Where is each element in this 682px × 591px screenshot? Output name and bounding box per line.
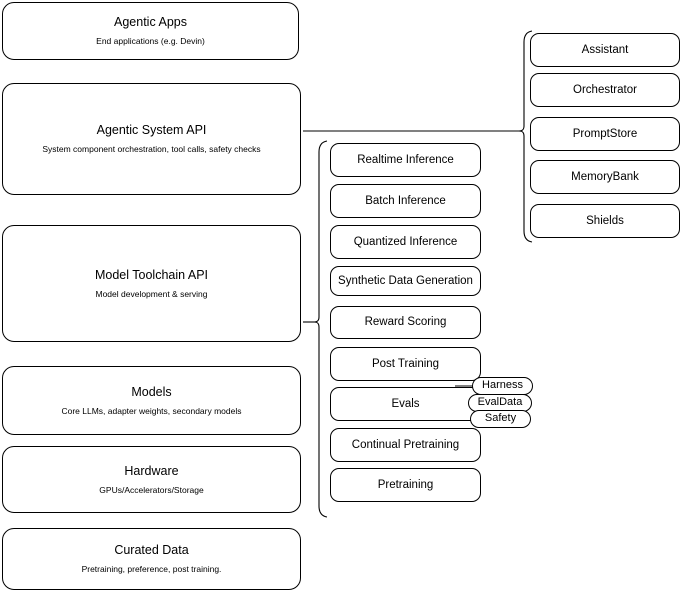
system-component-shields[interactable]: Shields <box>530 204 680 238</box>
stack-layer-title: Model Toolchain API <box>94 267 209 282</box>
system-component-promptstore[interactable]: PromptStore <box>530 117 680 151</box>
stack-layer-subtitle: Model development & serving <box>95 288 208 299</box>
system-component-assistant[interactable]: Assistant <box>530 33 680 67</box>
stack-layer-title: Curated Data <box>114 543 189 558</box>
stack-layer-subtitle: System component orchestration, tool cal… <box>42 144 261 154</box>
stack-layer-agentic-apps[interactable]: Agentic Apps End applications (e.g. Devi… <box>2 2 299 60</box>
capability-realtime-inference[interactable]: Realtime Inference <box>330 143 481 177</box>
stack-layer-subtitle: Pretraining, preference, post training. <box>81 564 222 574</box>
system-component-orchestrator[interactable]: Orchestrator <box>530 73 680 107</box>
stack-layer-model-toolchain-api[interactable]: Model Toolchain API Model development & … <box>2 225 301 342</box>
capability-evals[interactable]: Evals <box>330 387 481 421</box>
evals-subcomponent-evaldata[interactable]: EvalData <box>468 394 532 412</box>
evals-subcomponent-harness[interactable]: Harness <box>472 377 533 395</box>
stack-layer-hardware[interactable]: Hardware GPUs/Accelerators/Storage <box>2 446 301 513</box>
stack-layer-subtitle: GPUs/Accelerators/Storage <box>99 484 204 495</box>
system-component-memorybank[interactable]: MemoryBank <box>530 160 680 194</box>
capability-continual-pretraining[interactable]: Continual Pretraining <box>330 428 481 462</box>
evals-subcomponent-safety[interactable]: Safety <box>470 410 531 428</box>
stack-layer-title: Models <box>131 384 172 399</box>
stack-layer-subtitle: End applications (e.g. Devin) <box>96 36 205 46</box>
stack-layer-curated-data[interactable]: Curated Data Pretraining, preference, po… <box>2 528 301 590</box>
capability-pretraining[interactable]: Pretraining <box>330 468 481 502</box>
capability-batch-inference[interactable]: Batch Inference <box>330 184 481 218</box>
stack-layer-models[interactable]: Models Core LLMs, adapter weights, secon… <box>2 366 301 435</box>
stack-layer-subtitle: Core LLMs, adapter weights, secondary mo… <box>61 405 242 416</box>
stack-layer-agentic-system-api[interactable]: Agentic System API System component orch… <box>2 83 301 195</box>
capability-quantized-inference[interactable]: Quantized Inference <box>330 225 481 259</box>
stack-layer-title: Agentic Apps <box>114 15 187 30</box>
capability-synthetic-data-generation[interactable]: Synthetic Data Generation <box>330 266 481 296</box>
capability-post-training[interactable]: Post Training <box>330 347 481 381</box>
bracket-toolchain-capabilities <box>313 140 328 518</box>
capability-reward-scoring[interactable]: Reward Scoring <box>330 306 481 339</box>
stack-layer-title: Agentic System API <box>96 123 207 138</box>
stack-layer-title: Hardware <box>124 463 179 478</box>
